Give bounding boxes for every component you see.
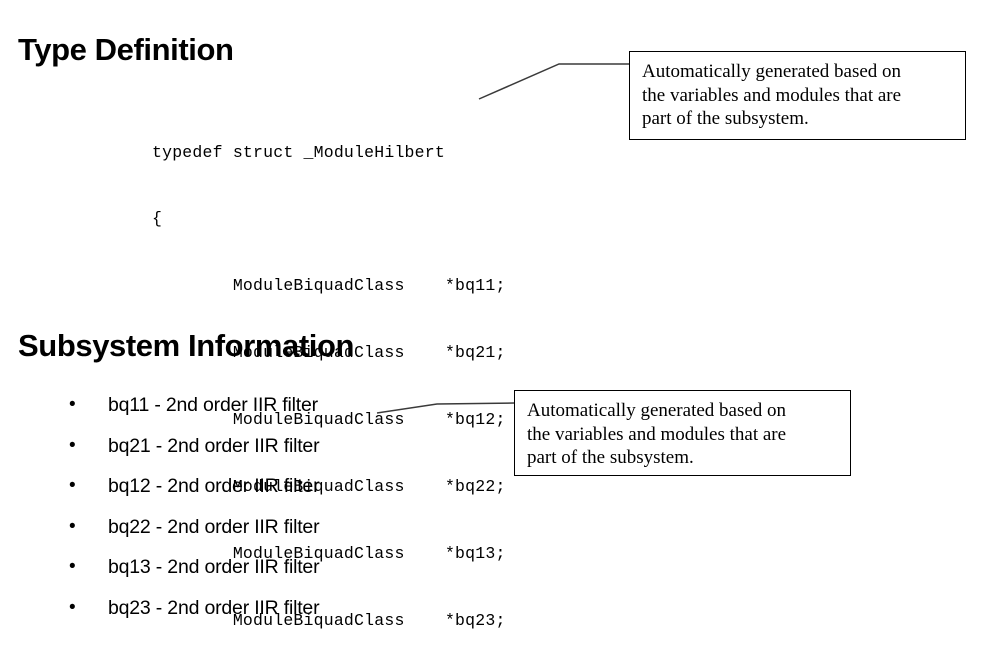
code-line: ModuleBiquadClass *bq12; [152, 410, 506, 430]
callout-line: Automatically generated based on [642, 61, 902, 82]
code-block-type-definition: typedef struct _ModuleHilbert { ModuleBi… [152, 97, 506, 663]
bullet-point-icon: • [69, 556, 76, 577]
list-item-label: bq12 - 2nd order IIR filter [108, 475, 320, 497]
code-line: ModuleBiquadClass *bq11; [152, 276, 506, 296]
bullet-point-icon: • [69, 596, 76, 618]
bullet-point-icon: • [69, 394, 76, 415]
code-line: ModuleBiquadClass *bq23; [152, 610, 506, 630]
callout-line: Automatically generated based on [527, 400, 787, 421]
list-item: • bq12 - 2nd order IIR filter [62, 473, 482, 514]
list-item: • bq13 - 2nd order IIR filter [62, 554, 482, 595]
bullet-point-icon: • [69, 475, 76, 496]
list-item-label: bq22 - 2nd order IIR filter [108, 515, 320, 538]
list-item-label: bq13 - 2nd order IIR filter [108, 556, 320, 578]
code-line: { [152, 209, 163, 229]
callout-box-subsystem-information: Automatically generated based on the var… [514, 390, 851, 476]
leader-line-type-definition [478, 63, 629, 100]
bullet-point-icon: • [69, 515, 76, 537]
callout-line: part of the subsystem. [527, 447, 694, 468]
callout-line: the variables and modules that are [642, 84, 902, 106]
code-line: ModuleBiquadClass *bq21; [152, 343, 506, 363]
list-item-label: bq23 - 2nd order IIR filter [108, 596, 320, 619]
code-line: typedef struct _ModuleHilbert [152, 142, 445, 162]
list-item: • bq21 - 2nd order IIR filter [62, 433, 482, 474]
callout-box-type-definition: Automatically generated based on the var… [629, 51, 966, 140]
list-item: • bq11 - 2nd order IIR filter [62, 392, 482, 433]
callout-line: the variables and modules that are [527, 423, 787, 445]
page-title-type-definition: Type Definition [18, 32, 234, 67]
bullet-point-icon: • [69, 434, 76, 456]
code-line: ModuleBiquadClass *bq13; [152, 543, 506, 563]
list-item-label: bq21 - 2nd order IIR filter [108, 434, 320, 457]
list-item-label: bq11 - 2nd order IIR filter [108, 394, 318, 416]
list-item: • bq23 - 2nd order IIR filter [62, 595, 482, 636]
callout-line: part of the subsystem. [642, 108, 809, 129]
page-title-subsystem-information: Subsystem Information [18, 328, 355, 363]
code-line: ModuleBiquadClass *bq22; [152, 477, 506, 497]
subsystem-bullet-list: • bq11 - 2nd order IIR filter • bq21 - 2… [62, 392, 482, 635]
list-item: • bq22 - 2nd order IIR filter [62, 514, 482, 555]
